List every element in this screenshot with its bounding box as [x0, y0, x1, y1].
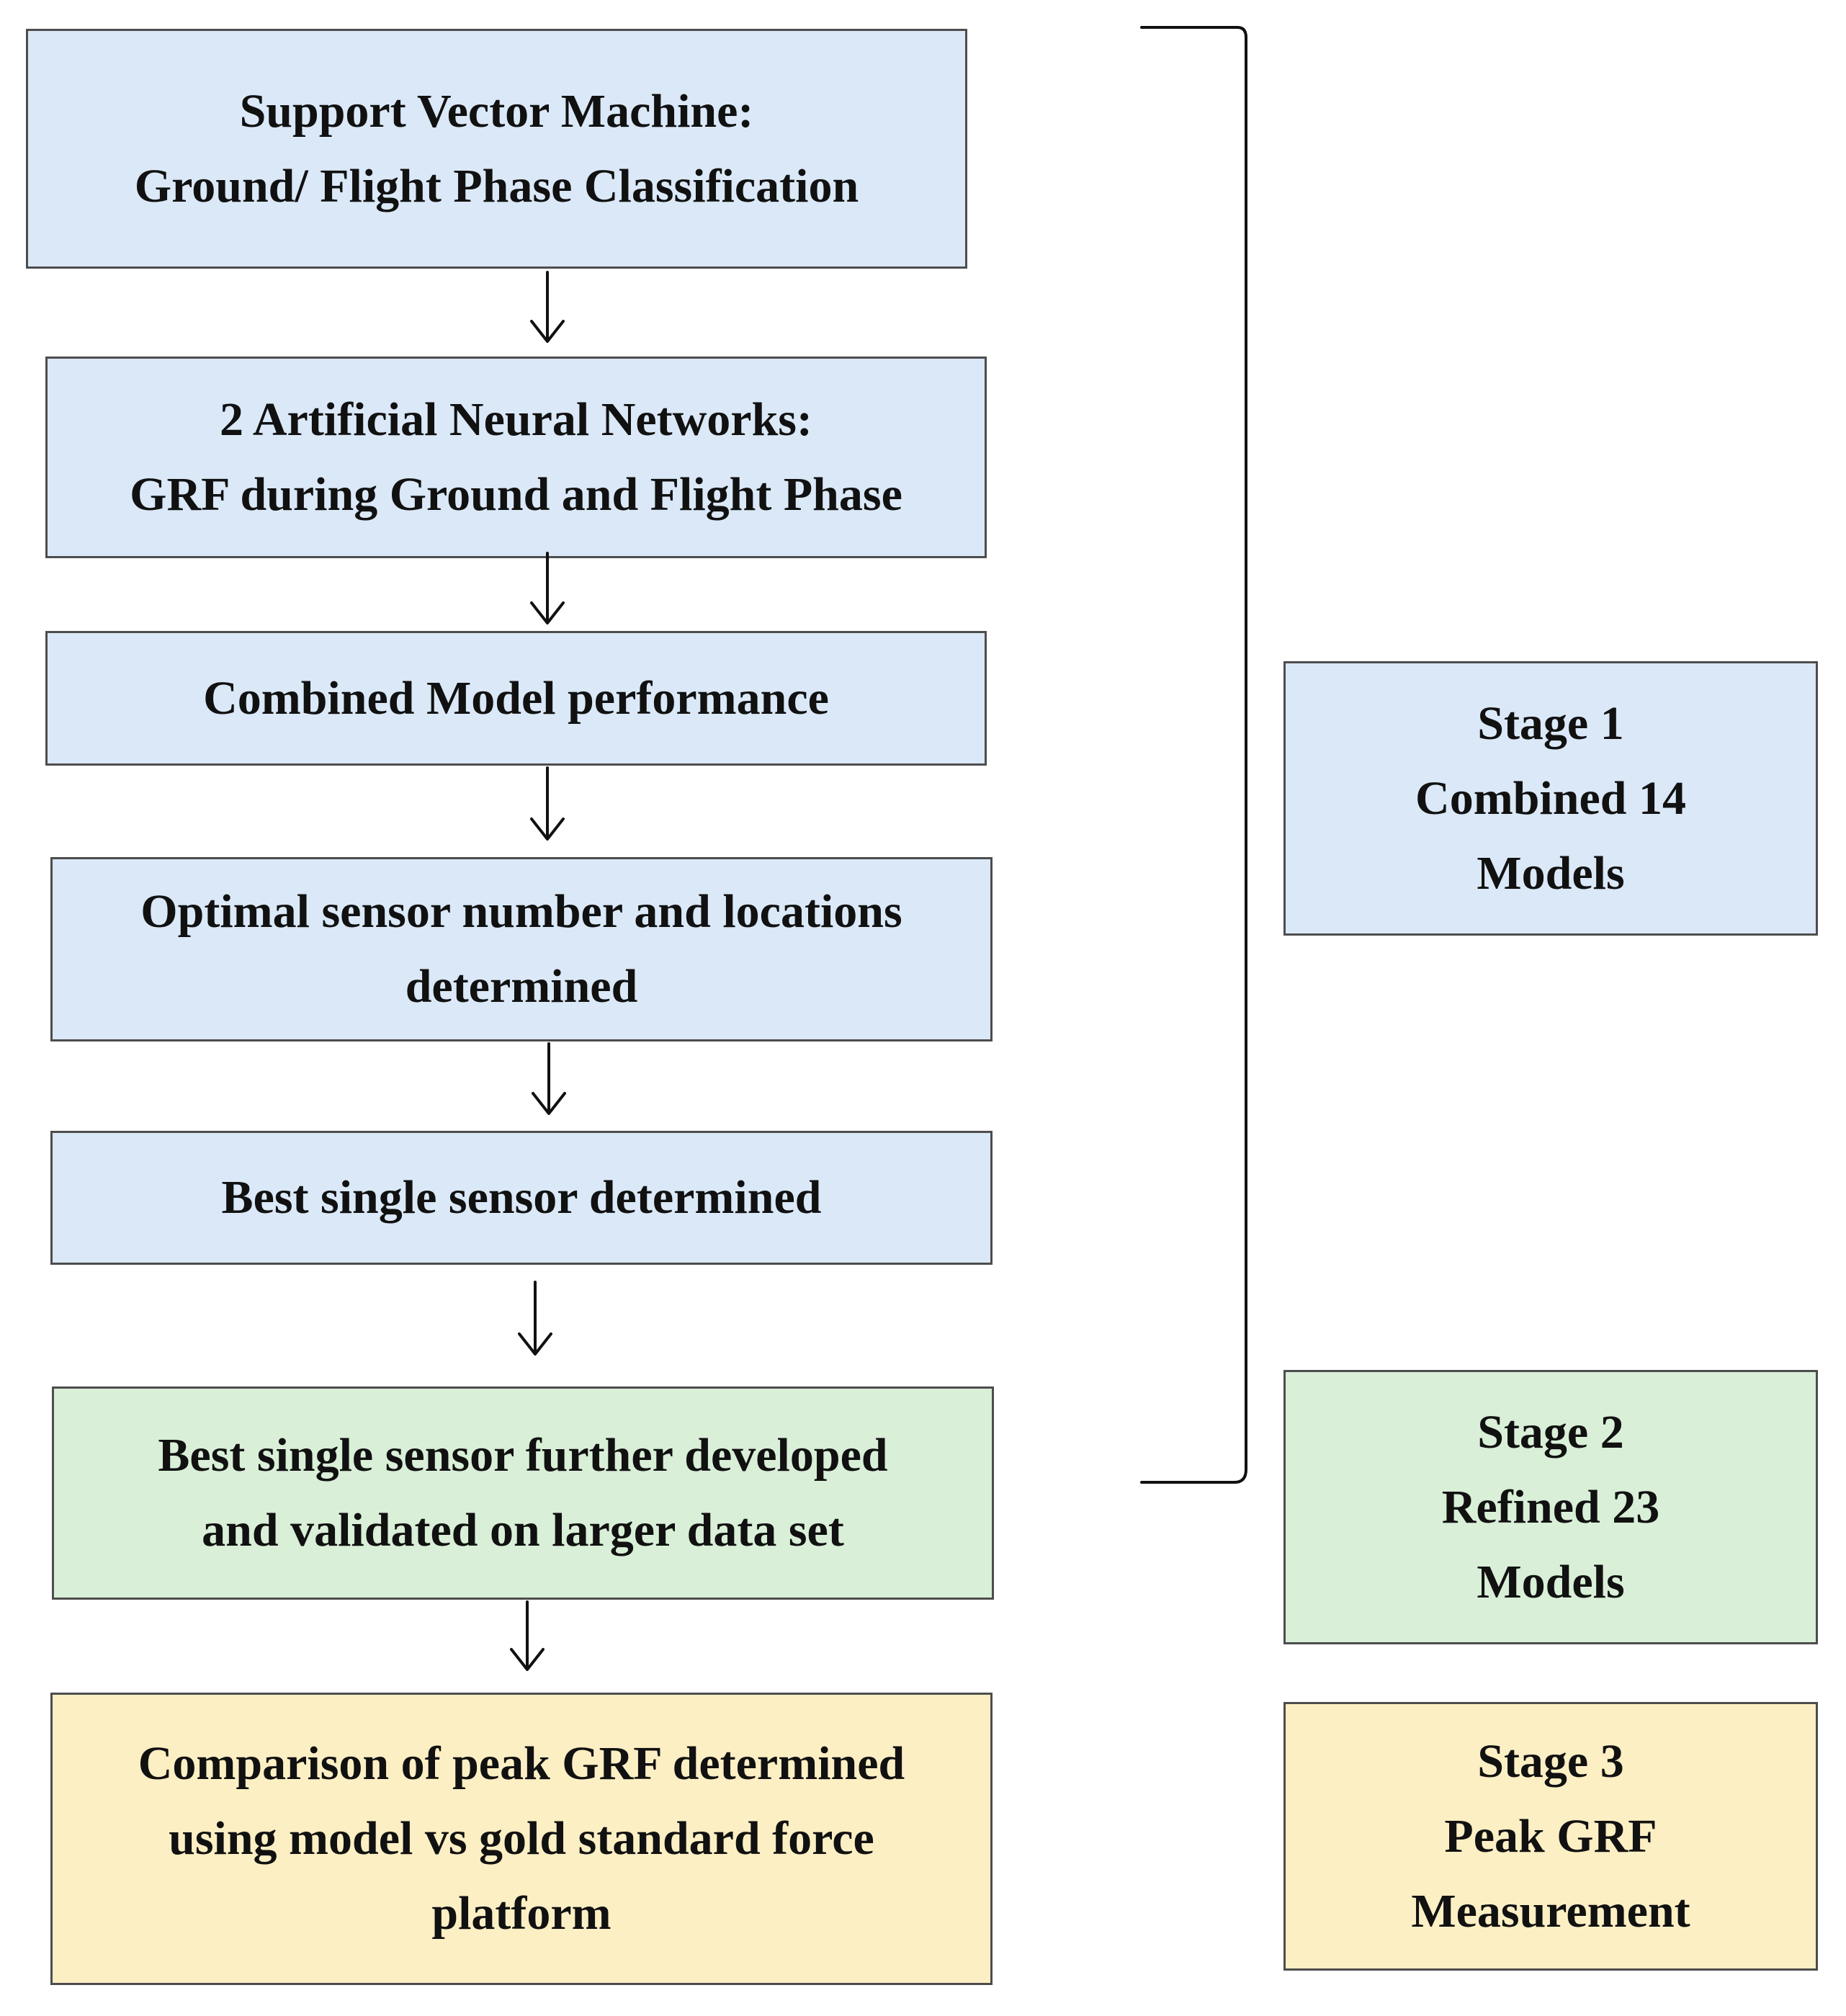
combined-performance-line-1: Combined Model performance	[203, 671, 829, 725]
optimal-sensor-line-1: Optimal sensor number and locations	[140, 885, 902, 938]
stage-3-box: Stage 3 Peak GRF Measurement	[1283, 1702, 1818, 1971]
stage-1-bracket	[1140, 26, 1247, 1484]
further-developed-line-1: Best single sensor further developed	[158, 1429, 888, 1482]
svm-line-2: Ground/ Flight Phase Classification	[134, 159, 859, 212]
stage-3-line-1: Stage 3	[1477, 1734, 1624, 1788]
stage-1-box: Stage 1 Combined 14 Models	[1283, 661, 1818, 936]
stage-1-line-2: Combined 14	[1415, 771, 1686, 825]
stage-2-line-2: Refined 23	[1441, 1480, 1660, 1533]
arrow-best-single-to-further	[518, 1281, 552, 1356]
optimal-sensor-line-2: determined	[405, 960, 638, 1013]
ann-box: 2 Artificial Neural Networks: GRF during…	[45, 357, 987, 558]
ann-line-2: GRF during Ground and Flight Phase	[130, 468, 902, 521]
further-developed-box: Best single sensor further developed and…	[52, 1386, 994, 1600]
comparison-line-2: using model vs gold standard force	[169, 1812, 874, 1865]
comparison-line-3: platform	[431, 1887, 611, 1940]
arrow-optimal-to-best-single	[532, 1042, 566, 1115]
stage-2-box: Stage 2 Refined 23 Models	[1283, 1370, 1818, 1644]
best-single-sensor-box: Best single sensor determined	[50, 1131, 993, 1265]
ann-line-1: 2 Artificial Neural Networks:	[220, 393, 812, 446]
arrow-svm-to-ann	[530, 271, 565, 343]
optimal-sensor-box: Optimal sensor number and locations dete…	[50, 857, 993, 1041]
further-developed-line-2: and validated on larger data set	[202, 1504, 844, 1556]
comparison-box: Comparison of peak GRF determined using …	[50, 1693, 993, 1985]
svm-line-1: Support Vector Machine:	[239, 84, 754, 138]
combined-performance-box: Combined Model performance	[45, 631, 987, 766]
stage-2-line-3: Models	[1477, 1555, 1625, 1608]
arrow-ann-to-combined	[530, 552, 565, 624]
stage-1-line-3: Models	[1477, 846, 1625, 900]
stage-3-line-3: Measurement	[1411, 1884, 1690, 1937]
best-single-sensor-line-1: Best single sensor determined	[221, 1171, 822, 1224]
stage-2-line-1: Stage 2	[1477, 1405, 1624, 1459]
arrow-further-to-comparison	[510, 1600, 545, 1671]
arrow-combined-to-optimal	[530, 766, 565, 841]
comparison-line-1: Comparison of peak GRF determined	[138, 1737, 905, 1790]
svm-box: Support Vector Machine: Ground/ Flight P…	[26, 29, 967, 269]
stage-1-line-1: Stage 1	[1477, 696, 1624, 750]
stage-3-line-2: Peak GRF	[1444, 1809, 1657, 1863]
